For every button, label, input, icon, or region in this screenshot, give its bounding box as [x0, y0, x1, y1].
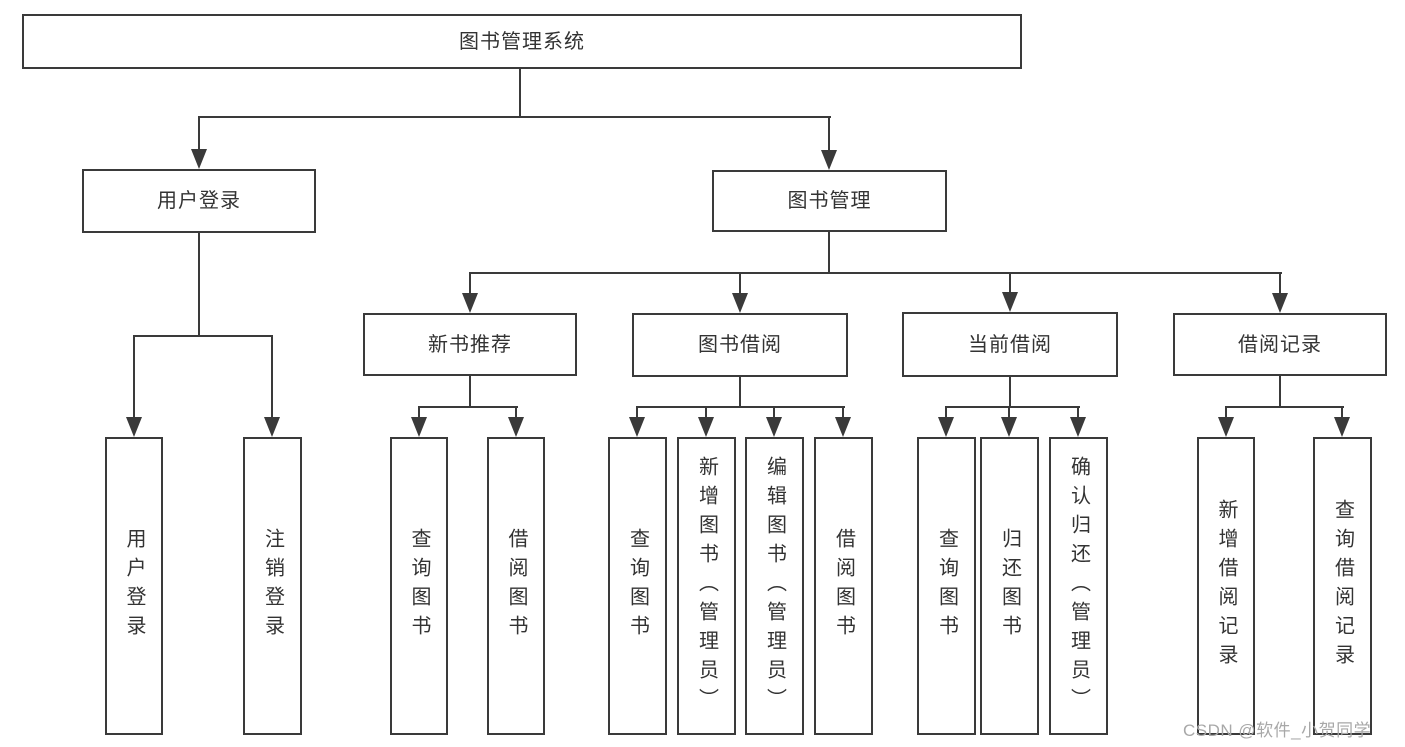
arrowhead-to-user-login	[191, 149, 207, 169]
arrowhead-to-query-borrow-record	[1334, 417, 1350, 437]
node-leaf-add-books-admin: 新增图书（管理员）	[677, 437, 736, 735]
node-leaf-borrow-books-recommend: 借阅图书	[487, 437, 545, 735]
connector-line-borrowing-bar	[636, 406, 845, 408]
connector-line-current-bar	[945, 406, 1080, 408]
connector-line-to-book-borrowing	[739, 272, 741, 297]
node-leaf-query-books-borrowing: 查询图书	[608, 437, 667, 735]
connector-line-to-user-login	[198, 116, 200, 151]
connector-line-to-current-borrowing	[1009, 272, 1011, 297]
arrowhead-to-confirm-return-admin	[1070, 417, 1086, 437]
connector-line-book-mgmt-drop	[828, 232, 830, 274]
arrowhead-to-leaf-logout	[264, 417, 280, 437]
node-leaf-query-books-recommend: 查询图书	[390, 437, 448, 735]
node-root: 图书管理系统	[22, 14, 1022, 69]
arrowhead-to-add-borrow-record	[1218, 417, 1234, 437]
node-borrow-records: 借阅记录	[1173, 313, 1387, 376]
connector-line-to-leaf-logout	[271, 335, 273, 420]
node-leaf-user-login: 用户登录	[105, 437, 163, 735]
node-leaf-return-books: 归还图书	[980, 437, 1039, 735]
arrowhead-to-edit-books-admin	[766, 417, 782, 437]
node-leaf-query-books-current: 查询图书	[917, 437, 976, 735]
connector-line-to-query-books-borrowing	[636, 406, 638, 420]
arrowhead-to-borrow-books-recommend	[508, 417, 524, 437]
connector-line-recommend-drop	[469, 376, 471, 408]
connector-line-borrowing-drop	[739, 377, 741, 408]
arrowhead-to-leaf-user-login	[126, 417, 142, 437]
connector-line-user-login-drop	[198, 233, 200, 337]
connector-line-to-query-books-current	[945, 406, 947, 420]
connector-line-to-query-borrow-record	[1341, 406, 1343, 420]
connector-line-root-bar	[198, 116, 831, 118]
arrowhead-to-query-books-borrowing	[629, 417, 645, 437]
connector-line-root-drop	[519, 68, 521, 118]
connector-line-to-return-books	[1008, 406, 1010, 420]
connector-line-records-drop	[1279, 376, 1281, 408]
node-user-login: 用户登录	[82, 169, 316, 233]
node-leaf-query-borrow-record: 查询借阅记录	[1313, 437, 1372, 735]
node-current-borrowing: 当前借阅	[902, 312, 1118, 377]
arrowhead-to-borrow-records	[1272, 293, 1288, 313]
arrowhead-to-new-book-recommend	[462, 293, 478, 313]
connector-line-to-borrow-books-recommend	[515, 406, 517, 420]
node-leaf-edit-books-admin: 编辑图书（管理员）	[745, 437, 804, 735]
watermark-text: CSDN @软件_小贺同学	[1183, 721, 1372, 740]
connector-line-to-new-book-recommend	[469, 272, 471, 297]
connector-line-to-borrow-books	[842, 406, 844, 420]
arrowhead-to-book-borrowing	[732, 293, 748, 313]
arrowhead-to-query-books-current	[938, 417, 954, 437]
arrowhead-to-add-books-admin	[698, 417, 714, 437]
arrowhead-to-borrow-books	[835, 417, 851, 437]
node-leaf-add-borrow-record: 新增借阅记录	[1197, 437, 1255, 735]
connector-line-user-login-bar	[133, 335, 273, 337]
node-leaf-logout: 注销登录	[243, 437, 302, 735]
connector-line-to-query-books-recommend	[418, 406, 420, 420]
arrowhead-to-current-borrowing	[1002, 292, 1018, 312]
connector-line-book-mgmt-bar	[469, 272, 1282, 274]
node-new-book-recommend: 新书推荐	[363, 313, 577, 376]
node-book-borrowing: 图书借阅	[632, 313, 848, 377]
connector-line-to-book-management	[828, 116, 830, 152]
node-leaf-borrow-books: 借阅图书	[814, 437, 873, 735]
arrowhead-to-book-management	[821, 150, 837, 170]
arrowhead-to-return-books	[1001, 417, 1017, 437]
connector-line-to-borrow-records	[1279, 272, 1281, 297]
arrowhead-to-query-books-recommend	[411, 417, 427, 437]
connector-line-to-add-borrow-record	[1225, 406, 1227, 420]
connector-line-current-drop	[1009, 377, 1011, 408]
connector-line-recommend-bar	[418, 406, 518, 408]
connector-line-to-edit-books-admin	[773, 406, 775, 420]
node-leaf-confirm-return-admin: 确认归还（管理员）	[1049, 437, 1108, 735]
connector-line-records-bar	[1225, 406, 1344, 408]
connector-line-to-leaf-user-login	[133, 335, 135, 420]
connector-line-to-add-books-admin	[705, 406, 707, 420]
connector-line-to-confirm-return-admin	[1077, 406, 1079, 420]
node-book-management: 图书管理	[712, 170, 947, 232]
